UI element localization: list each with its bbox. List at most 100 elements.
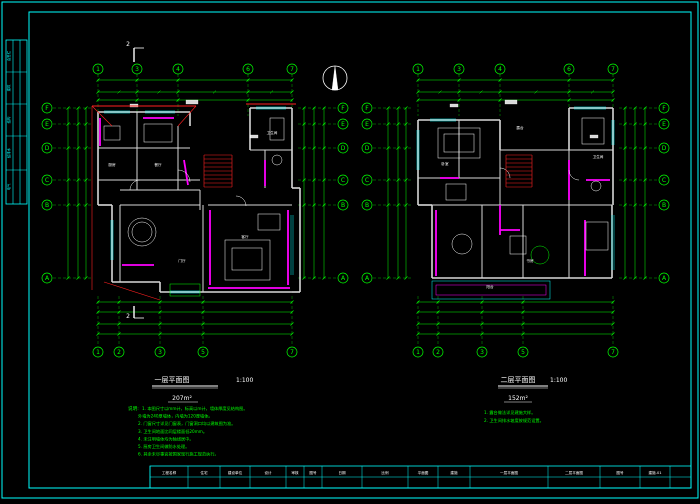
roof-hip (177, 105, 197, 127)
dimension-tick (66, 178, 70, 182)
title-block-cell: 日期 (338, 470, 346, 475)
note-line: 外墙为240厚墙体，内墙为120厚墙体。 (138, 413, 213, 420)
axis-bubble-bottom-label: 5 (521, 349, 525, 356)
dimension-tick (201, 332, 205, 336)
axis-bubble-left-circle (41, 118, 53, 130)
coffee-table (231, 247, 263, 271)
dimension-tick (404, 178, 408, 182)
room-label: 露台 (516, 125, 524, 130)
dimension-tick (84, 106, 88, 110)
room-label: 书房 (526, 258, 534, 263)
furniture (103, 99, 285, 297)
dimension-tick (633, 106, 637, 110)
axis-bubble-right-label: A (341, 275, 346, 282)
dimension-tick (76, 276, 80, 280)
left-plan-caption: 一层平面图 1:100 207m² (152, 376, 253, 403)
axis-bubble-right-circle (337, 174, 349, 186)
axis-bubble-left-label: B (45, 202, 49, 209)
balcony-parapet (435, 284, 547, 296)
dimension-tick (633, 203, 637, 207)
axis-bubble-right-circle (337, 199, 349, 211)
axis-bubble-bottom-label: 3 (158, 349, 162, 356)
dimension-tick (567, 78, 571, 82)
dimension-tick (567, 98, 571, 102)
kitchen-counter (103, 125, 121, 141)
dimension-tag (449, 103, 459, 108)
axis-bubble-left-label: C (45, 177, 49, 184)
dimension-tick (66, 146, 70, 150)
dimension-tick (176, 90, 180, 94)
dimension-tick (158, 332, 162, 336)
dimension-tick (633, 178, 637, 182)
dimension-tick (290, 332, 294, 336)
dimension-lines (66, 78, 326, 336)
dimension-tick (386, 178, 390, 182)
title-block-cell: 二层平面图 (565, 470, 583, 475)
axis-bubble-bottom-circle (113, 346, 125, 358)
dimension-tick (643, 178, 647, 182)
axis-bubble-right-label: D (341, 145, 346, 152)
dimension-tick (302, 276, 306, 280)
dimension-tick (312, 122, 316, 126)
axis-bubble-bottom-label: 7 (611, 349, 615, 356)
dimension-tick (480, 332, 484, 336)
dimension-tick (322, 276, 326, 280)
dimension-tick (623, 178, 627, 182)
dimension-tick (312, 146, 316, 150)
strip-label-3: 给排水 (6, 147, 11, 158)
dimension-tick (404, 146, 408, 150)
dimension-tick (480, 300, 484, 304)
axis-bubble-left-circle (41, 174, 53, 186)
dimension-tick (611, 322, 615, 326)
dimension-tick (176, 98, 180, 102)
dimension-tick (457, 78, 461, 82)
dimension-tick (84, 178, 88, 182)
dimension-tick (135, 90, 139, 94)
dimension-tick (96, 332, 100, 336)
dimension-tick (438, 90, 442, 94)
armchair (451, 233, 473, 255)
feature-wall (183, 159, 189, 186)
dimension-tick (158, 300, 162, 304)
bed (437, 127, 481, 159)
dimension-tick (312, 276, 316, 280)
axis-bubble-bottom-label: 2 (436, 349, 440, 356)
dimension-tick (96, 322, 100, 326)
strip-label-1: 建筑 (6, 84, 11, 91)
axis-bubble-left-circle (41, 199, 53, 211)
axis-bubble-bottom-circle (92, 346, 104, 358)
dimension-tick (611, 310, 615, 314)
axis-bubble-top-label: 1 (96, 66, 100, 73)
walls (97, 106, 301, 294)
axis-bubble-right-label: C (341, 177, 345, 184)
axis-bubble-bottom-label: 2 (117, 349, 121, 356)
dimension-tick (498, 90, 502, 94)
dimension-tick (302, 106, 306, 110)
toilet (271, 154, 283, 166)
axis-bubble-top-label: 7 (290, 66, 294, 73)
axis-bubble-top-label: 3 (457, 66, 461, 73)
bed (581, 117, 605, 145)
entrance-step (169, 283, 201, 297)
axis-bubble-bottom-circle (197, 346, 209, 358)
dimension-tick (611, 98, 615, 102)
axis-bubble-top-circle (172, 63, 184, 75)
axis-bubble-right-label: C (662, 177, 666, 184)
dimension-tick (290, 98, 294, 102)
title-block-cell: 比例 (381, 470, 389, 475)
dimension-tick (480, 322, 484, 326)
right-plan-title: 二层平面图 (501, 376, 536, 384)
dimension-tick (117, 322, 121, 326)
dimension-tick (76, 146, 80, 150)
dimension-tick (416, 310, 420, 314)
axis-bubble-top-circle (242, 63, 254, 75)
dimension-tick (436, 332, 440, 336)
dimension-tick (66, 106, 70, 110)
walls (416, 106, 615, 279)
axis-bubble-right-circle (337, 102, 349, 114)
dimension-tick (416, 300, 420, 304)
strip-label-4: 电气 (6, 183, 11, 190)
